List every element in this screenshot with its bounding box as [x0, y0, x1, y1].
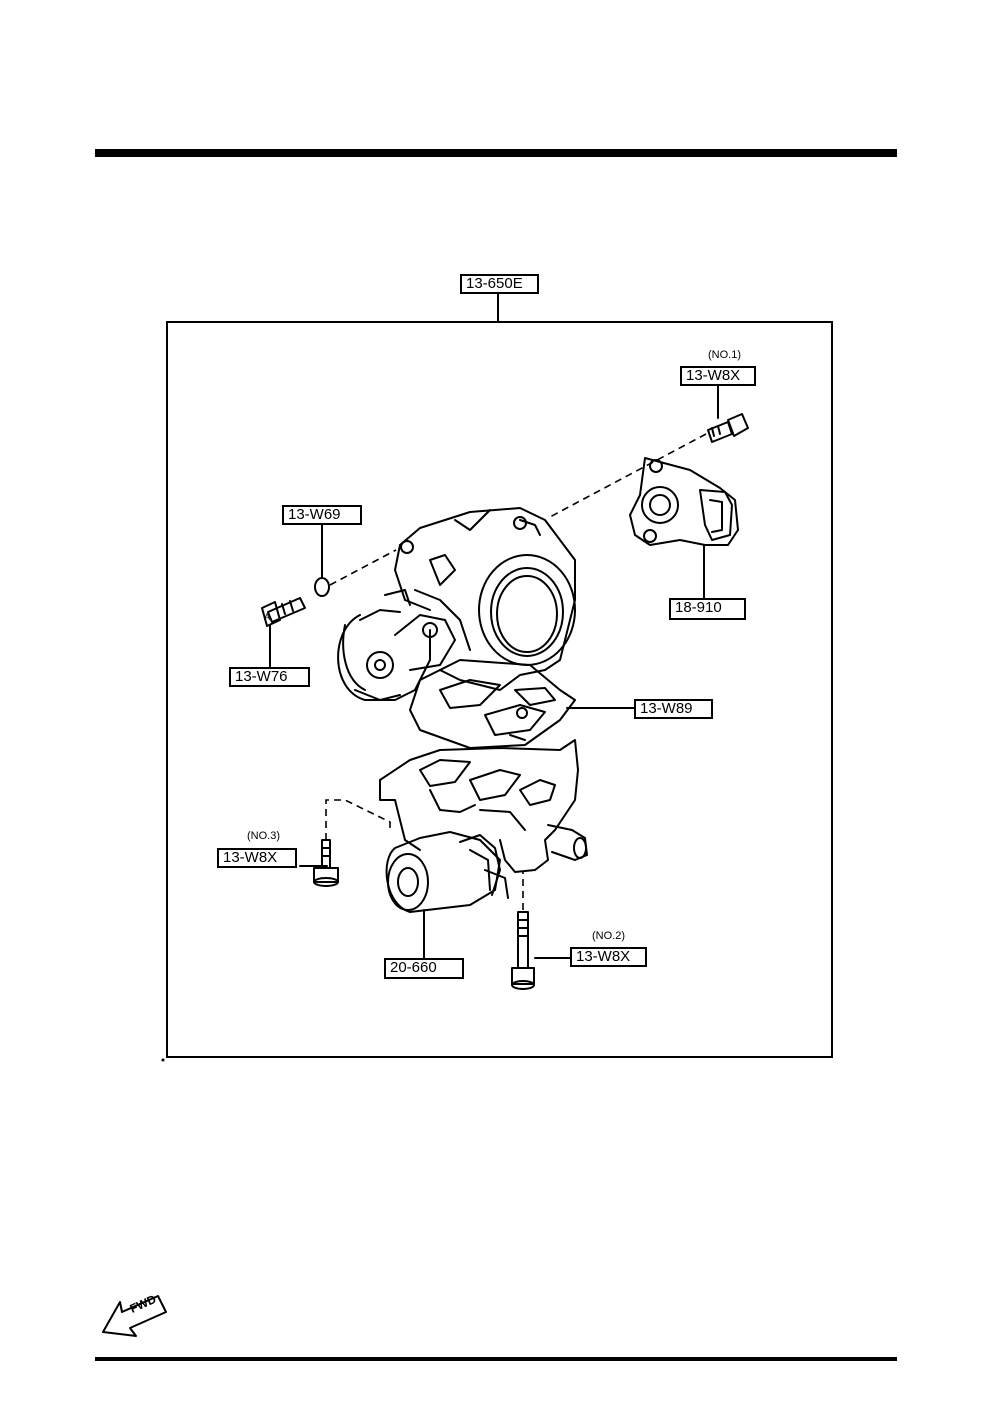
callout-assembly[interactable]: 13-650E	[460, 274, 539, 294]
callout-bolt-no3[interactable]: 13-W8X	[217, 848, 297, 868]
screw-part	[261, 597, 306, 627]
callout-bolt-no2[interactable]: 13-W8X	[570, 947, 647, 967]
bolt-no3	[313, 839, 339, 887]
fwd-arrow-icon	[102, 1295, 167, 1337]
note-no1: (NO.1)	[708, 349, 741, 361]
fwd-arrow: FWD	[100, 1290, 170, 1350]
top-rule	[95, 149, 897, 157]
bottom-rule	[95, 1357, 897, 1361]
note-no2: (NO.2)	[592, 930, 625, 942]
callout-valve[interactable]: 20-660	[384, 958, 464, 979]
note-no3: (NO.3)	[247, 830, 280, 842]
callout-o-ring[interactable]: 13-W69	[282, 505, 362, 525]
throttle-body	[337, 507, 588, 913]
callout-bolt-no1[interactable]: 13-W8X	[680, 366, 756, 386]
callout-sensor[interactable]: 18-910	[669, 598, 746, 620]
assembly-frame	[166, 321, 833, 1058]
callout-gasket[interactable]: 13-W89	[634, 699, 713, 719]
bolt-no1	[707, 413, 749, 443]
bolt-no2	[511, 911, 535, 990]
callout-screw[interactable]: 13-W76	[229, 667, 310, 687]
screw-letter: A	[264, 612, 271, 622]
